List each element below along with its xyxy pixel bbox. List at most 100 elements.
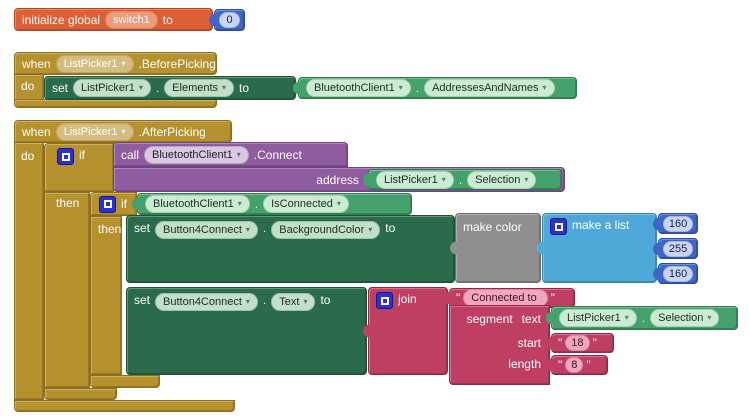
mutator-glyph [61, 152, 70, 161]
event-label: .AfterPicking [138, 124, 206, 139]
component-dropdown[interactable]: BluetoothClient1 ▾ [145, 195, 250, 213]
string-field[interactable]: Connected to [463, 289, 548, 307]
property-dropdown[interactable]: BackgroundColor ▾ [271, 221, 381, 239]
variable-name-text: switch1 [113, 13, 150, 26]
number-block-0[interactable]: 0 [214, 9, 245, 31]
make-a-list-block[interactable]: make a list [542, 213, 657, 283]
join-block[interactable]: join [368, 287, 448, 375]
getter-selection-block[interactable]: ListPicker1 ▾ . Selection ▾ [368, 169, 562, 190]
property-dropdown[interactable]: Selection ▾ [467, 170, 537, 189]
outer-if-footer[interactable] [44, 388, 117, 400]
property-name: Selection [658, 312, 704, 324]
segment-length-row: length [508, 353, 541, 374]
quote-mark: " [592, 336, 597, 350]
init-global-block[interactable]: initialize global switch1 to [14, 8, 213, 31]
make-color-block[interactable]: make color [455, 213, 541, 283]
init-to-label: to [162, 12, 173, 27]
getter-isconnected-block[interactable]: BluetoothClient1 ▾ . IsConnected ▾ [137, 193, 412, 215]
when-afterpicking-do-column[interactable]: do [14, 142, 44, 400]
do-label: do [21, 79, 35, 93]
number-text: 160 [668, 217, 688, 230]
dot-separator: . [262, 221, 267, 235]
when-afterpicking-footer[interactable] [14, 400, 235, 412]
text-string-block[interactable]: " Connected to " [449, 288, 575, 308]
string-text: 8 [571, 359, 578, 371]
init-global-label: initialize global [22, 12, 101, 27]
dropdown-icon: ▾ [222, 83, 227, 92]
mutator-icon[interactable] [99, 195, 116, 213]
text-string-block-start[interactable]: " 18 " [551, 333, 614, 353]
mutator-icon[interactable] [550, 218, 567, 235]
number-field[interactable]: 160 [662, 215, 694, 232]
segment-start-label: start [517, 335, 541, 350]
text-string-block-length[interactable]: " 8 " [551, 355, 608, 375]
dropdown-icon: ▾ [524, 174, 529, 184]
set-elements-block[interactable]: set ListPicker1 ▾ . Elements ▾ to [44, 76, 296, 100]
set-label: set [134, 221, 151, 235]
number-field[interactable]: 160 [662, 265, 694, 282]
component-dropdown[interactable]: Button4Connect ▾ [155, 221, 258, 239]
component-dropdown[interactable]: ListPicker1 ▾ [55, 54, 134, 73]
set-backgroundcolor-block[interactable]: set Button4Connect ▾ . BackgroundColor ▾… [126, 215, 455, 283]
dropdown-icon: ▾ [336, 199, 341, 208]
component-dropdown[interactable]: ListPicker1 ▾ [55, 122, 134, 141]
string-text: Connected to [471, 292, 540, 304]
when-beforepicking-do-column[interactable]: do [14, 74, 44, 101]
mutator-icon[interactable] [376, 292, 393, 309]
dot-separator: . [415, 81, 420, 95]
string-field[interactable]: 8 [565, 357, 584, 373]
when-beforepicking-footer[interactable] [14, 99, 217, 108]
component-dropdown[interactable]: BluetoothClient1 ▾ [306, 79, 411, 97]
dropdown-icon: ▾ [138, 83, 143, 92]
component-name: ListPicker1 [81, 82, 135, 94]
mutator-glyph [103, 200, 112, 208]
number-field[interactable]: 255 [662, 240, 694, 257]
property-name: BackgroundColor [279, 224, 365, 236]
property-name: Elements [172, 82, 219, 94]
component-dropdown[interactable]: ListPicker1 ▾ [73, 79, 151, 97]
event-label: .BeforePicking [138, 56, 216, 71]
inner-if-block[interactable]: if [90, 192, 137, 216]
segment-text-row: segment text [467, 306, 541, 332]
number-block-160b[interactable]: 160 [658, 263, 698, 284]
set-label: set [52, 81, 69, 95]
segment-length-label: length [508, 356, 541, 371]
to-label: to [385, 221, 396, 235]
component-dropdown[interactable]: ListPicker1 ▾ [376, 170, 454, 189]
variable-name-field[interactable]: switch1 [105, 10, 158, 29]
call-connect-block[interactable]: call BluetoothClient1 ▾ .Connect [113, 142, 348, 167]
property-dropdown[interactable]: IsConnected ▾ [263, 195, 349, 213]
string-field[interactable]: 18 [565, 335, 590, 351]
outer-if-then-column[interactable]: then [44, 192, 90, 388]
dropdown-icon: ▾ [237, 199, 242, 208]
when-afterpicking-header[interactable]: when ListPicker1 ▾ .AfterPicking [14, 120, 232, 143]
mutator-glyph [380, 296, 389, 305]
segment-block[interactable]: segment text start length [449, 305, 550, 385]
property-dropdown[interactable]: Elements ▾ [164, 79, 235, 97]
dropdown-icon: ▾ [542, 83, 547, 92]
dot-separator: . [262, 293, 267, 307]
segment-label: segment [466, 312, 513, 326]
property-name: AddressesAndNames [432, 82, 539, 94]
inner-if-footer[interactable] [90, 375, 160, 388]
property-dropdown[interactable]: AddressesAndNames ▾ [424, 79, 555, 97]
when-beforepicking-header[interactable]: when ListPicker1 ▾ .BeforePicking [14, 52, 217, 75]
to-label: to [239, 81, 250, 95]
inner-if-then-column[interactable]: then [90, 216, 122, 375]
component-dropdown[interactable]: Button4Connect ▾ [155, 293, 258, 311]
component-name: ListPicker1 [63, 125, 118, 138]
number-block-255[interactable]: 255 [658, 238, 698, 259]
dot-separator: . [458, 172, 463, 187]
number-block-160[interactable]: 160 [658, 213, 698, 234]
getter-selection-block-2[interactable]: ListPicker1 ▾ . Selection ▾ [551, 306, 738, 330]
outer-if-block[interactable]: if [44, 143, 114, 192]
property-dropdown[interactable]: Selection ▾ [650, 309, 720, 327]
component-dropdown[interactable]: ListPicker1 ▾ [559, 309, 637, 327]
number-field[interactable]: 0 [219, 12, 240, 28]
component-dropdown[interactable]: BluetoothClient1 ▾ [144, 145, 249, 164]
property-dropdown[interactable]: Text ▾ [271, 293, 316, 311]
getter-addressesandnames-block[interactable]: BluetoothClient1 ▾ . AddressesAndNames ▾ [298, 77, 577, 99]
mutator-icon[interactable] [57, 148, 74, 165]
set-text-block[interactable]: set Button4Connect ▾ . Text ▾ to [126, 287, 367, 375]
